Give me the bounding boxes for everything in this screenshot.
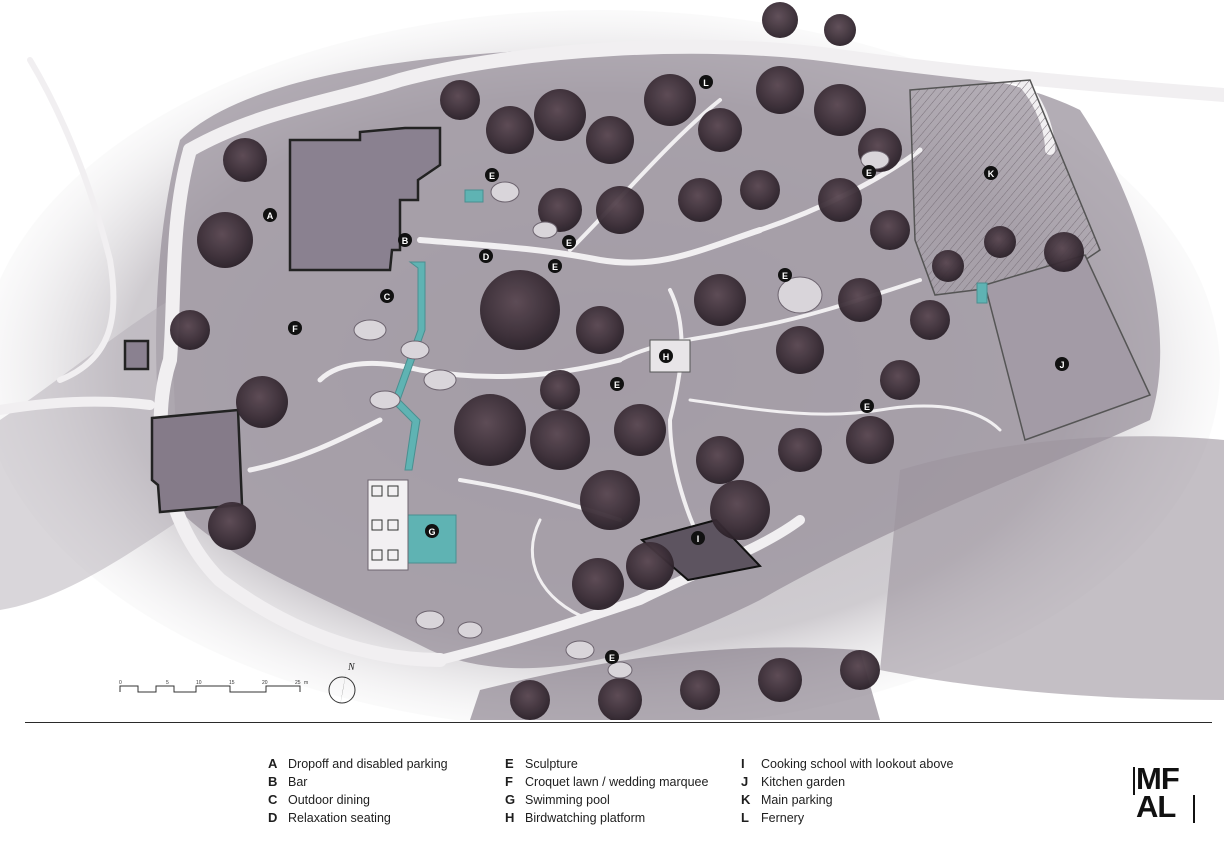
svg-text:E: E — [866, 168, 872, 178]
marker-e-4[interactable]: E — [862, 165, 876, 179]
swimming-pool — [403, 514, 457, 564]
pool-deck — [367, 479, 409, 571]
svg-text:N: N — [347, 662, 356, 673]
water — [391, 189, 988, 564]
marker-e-1[interactable]: E — [485, 168, 499, 182]
marker-i[interactable]: I — [691, 531, 705, 545]
marker-g[interactable]: G — [425, 524, 439, 538]
marker-d[interactable]: D — [479, 249, 493, 263]
site-plan-map: A B C D E E E E E E E E F G H I J K L 0 … — [0, 2, 1224, 720]
svg-text:H: H — [663, 352, 670, 362]
south-road — [435, 515, 805, 665]
svg-text:25: 25 — [295, 680, 301, 686]
svg-text:E: E — [782, 271, 788, 281]
marker-e-7[interactable]: E — [860, 399, 874, 413]
svg-text:E: E — [552, 262, 558, 272]
svg-text:K: K — [988, 169, 995, 179]
mfal-logo: MF AL — [1133, 763, 1196, 825]
svg-text:E: E — [614, 380, 620, 390]
marker-a[interactable]: A — [263, 208, 277, 222]
legend-divider — [25, 722, 1212, 723]
svg-text:D: D — [483, 252, 490, 262]
marker-e-6[interactable]: E — [610, 377, 624, 391]
svg-text:m: m — [304, 680, 308, 686]
svg-text:B: B — [402, 236, 409, 246]
scale-bar-labels: 0 5 10 15 20 25 m — [119, 680, 308, 686]
svg-text:G: G — [428, 527, 435, 537]
svg-text:0: 0 — [119, 680, 122, 686]
main-road — [183, 39, 1224, 157]
svg-text:A: A — [267, 211, 274, 221]
trees — [170, 2, 1084, 720]
outbuilding-west — [123, 339, 150, 371]
marker-l[interactable]: L — [699, 75, 713, 89]
upper-left-road — [27, 57, 117, 383]
svg-text:L: L — [703, 78, 709, 88]
svg-text:10: 10 — [196, 680, 202, 686]
svg-text:15: 15 — [229, 680, 235, 686]
marker-e-2[interactable]: E — [562, 235, 576, 249]
marker-k[interactable]: K — [984, 166, 998, 180]
svg-text:5: 5 — [166, 680, 169, 686]
svg-text:E: E — [609, 653, 615, 663]
svg-text:I: I — [697, 534, 700, 544]
svg-text:20: 20 — [262, 680, 268, 686]
svg-text:C: C — [384, 292, 391, 302]
north-arrow-icon: N — [328, 662, 356, 706]
left-road — [0, 396, 155, 415]
main-building — [288, 126, 442, 272]
svg-text:E: E — [566, 238, 572, 248]
marker-j[interactable]: J — [1055, 357, 1069, 371]
svg-text:F: F — [292, 324, 298, 334]
marker-e-8[interactable]: E — [605, 650, 619, 664]
svg-text:E: E — [489, 171, 495, 181]
marker-e-3[interactable]: E — [548, 259, 562, 273]
marker-f[interactable]: F — [288, 321, 302, 335]
marker-c[interactable]: C — [380, 289, 394, 303]
scale-bar — [119, 685, 301, 693]
croquet-shed — [150, 408, 244, 514]
marker-e-5[interactable]: E — [778, 268, 792, 282]
marker-h[interactable]: H — [659, 349, 673, 363]
svg-text:J: J — [1059, 360, 1064, 370]
svg-text:E: E — [864, 402, 870, 412]
rocks — [353, 150, 890, 679]
marker-b[interactable]: B — [398, 233, 412, 247]
